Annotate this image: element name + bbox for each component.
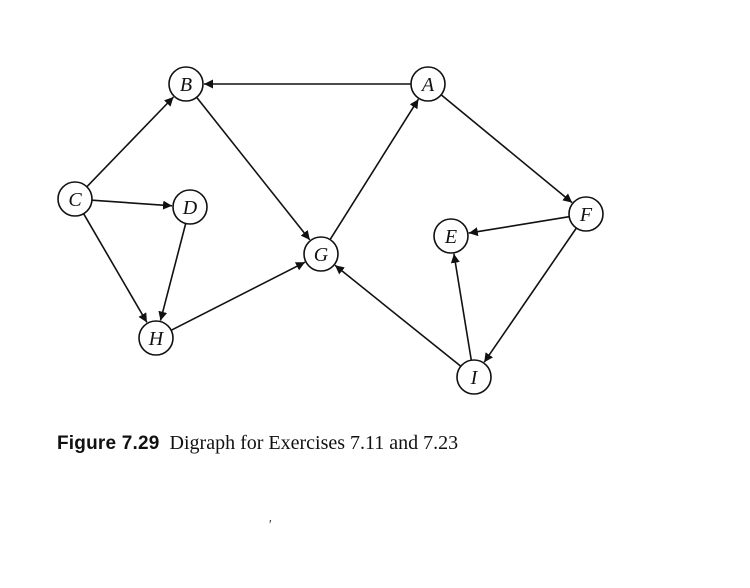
nodes-layer: A B C D E F G H I [57,66,604,395]
edge-c-to-b [86,96,175,188]
edge-f-to-i [483,227,578,363]
stray-mark: ' [268,518,271,533]
node-b: B [168,66,204,102]
node-label: G [314,244,329,266]
node-g: G [303,236,339,272]
node-label: H [148,328,165,350]
node-c: C [57,181,93,217]
node-e: E [433,218,469,254]
edge-i-to-g [334,264,462,367]
node-label: I [470,367,479,389]
node-f: F [568,196,604,232]
edge-a-to-f [440,94,573,204]
node-label: F [579,204,593,226]
node-label: A [420,74,435,96]
node-circle [433,218,469,254]
node-circle [138,320,174,356]
node-circle [456,359,492,395]
edge-c-to-h [82,213,148,323]
edge-g-to-a [329,98,420,241]
node-circle [168,66,204,102]
node-circle [303,236,339,272]
figure-caption: Figure 7.29 Digraph for Exercises 7.11 an… [57,432,458,455]
node-label: B [180,74,192,96]
edge-i-to-e [450,253,473,361]
node-circle [568,196,604,232]
node-label: D [182,197,198,219]
node-circle [57,181,93,217]
edge-f-to-e [468,215,570,237]
node-label: C [68,189,82,211]
node-a: A [410,66,446,102]
edge-c-to-d [91,199,173,210]
node-d: D [172,189,208,225]
edges-layer [82,79,578,367]
edge-h-to-g [170,261,306,332]
edge-d-to-h [158,223,187,321]
edge-b-to-g [195,96,311,241]
figure-label: Figure 7.29 [57,433,160,454]
node-circle [172,189,208,225]
node-i: I [456,359,492,395]
figure-text: Digraph for Exercises 7.11 and 7.23 [169,432,459,454]
node-h: H [138,320,174,356]
node-label: E [444,226,457,248]
node-circle [410,66,446,102]
